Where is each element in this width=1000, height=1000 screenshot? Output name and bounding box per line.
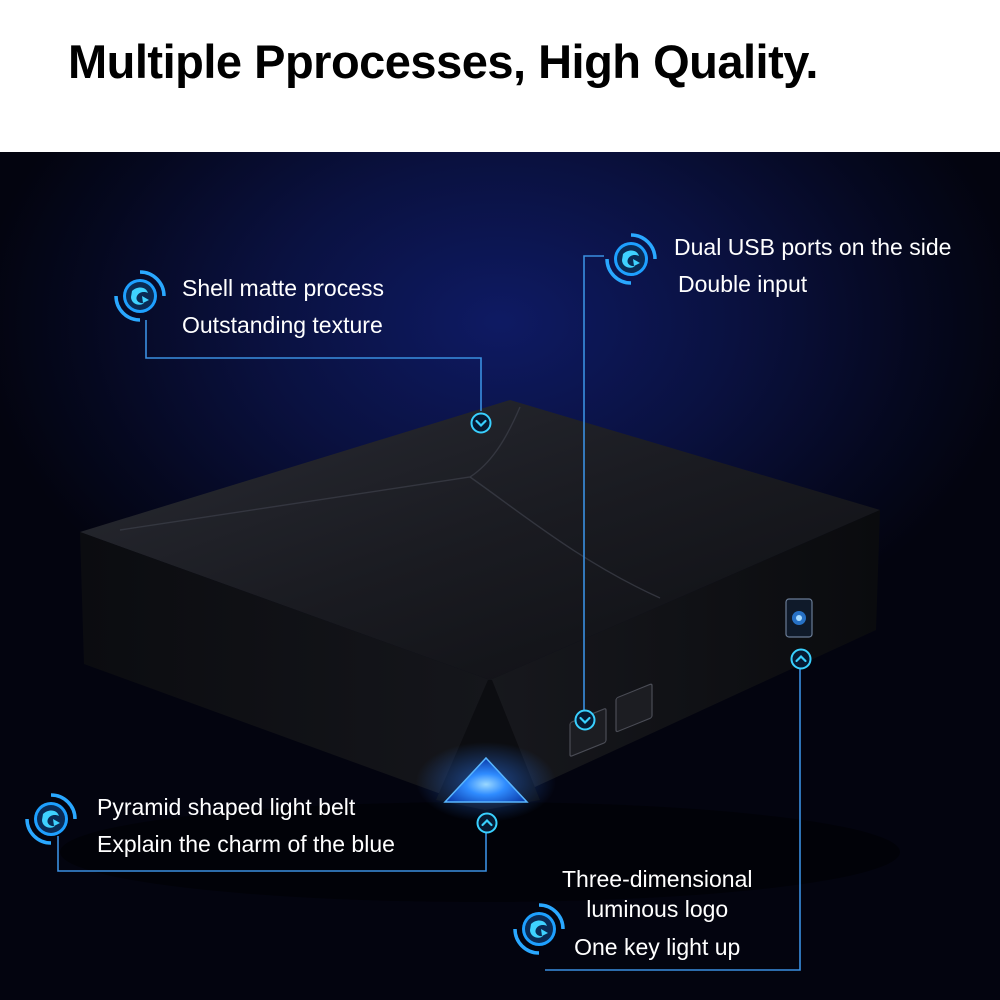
usb-port-2 [615, 683, 653, 733]
chevron-up-icon [476, 812, 498, 834]
callout-usb-line2: Double input [678, 271, 808, 297]
chevron-down-icon [470, 412, 492, 434]
swirl-logo-icon [114, 270, 166, 322]
line-pyramid [57, 833, 487, 872]
header-banner: Multiple Pprocesses, High Quality. [0, 0, 1000, 152]
swirl-logo-icon [25, 793, 77, 845]
callout-pyramid-line2: Explain the charm of the blue [97, 831, 395, 857]
chevron-down-icon [574, 709, 596, 731]
top-shell [80, 400, 880, 680]
callout-pyramid: Pyramid shaped light belt Explain the ch… [97, 789, 395, 863]
line-shell [145, 320, 482, 411]
line-usb [583, 255, 604, 710]
callout-shell-line2: Outstanding texture [182, 312, 383, 338]
swirl-logo-icon [605, 233, 657, 285]
product-scene: Shell matte process Outstanding texture … [0, 152, 1000, 1000]
callout-logo-line1: Three-dimensional [562, 866, 753, 892]
swirl-logo-icon [513, 903, 565, 955]
left-side [80, 532, 490, 810]
callout-pyramid-line1: Pyramid shaped light belt [97, 794, 356, 820]
pyramid-light [443, 756, 529, 803]
line-logo [545, 669, 801, 971]
headline: Multiple Pprocesses, High Quality. [68, 35, 818, 88]
callout-logo-line2: luminous logo [586, 896, 729, 922]
callout-lines [57, 255, 801, 971]
callout-logo: Three-dimensional luminous logo One key … [562, 864, 752, 962]
callout-shell-line1: Shell matte process [182, 275, 384, 301]
callout-logo-line3: One key light up [574, 934, 741, 960]
chevron-up-icon [790, 648, 812, 670]
callout-shell: Shell matte process Outstanding texture [182, 270, 384, 344]
tv-box-illustration [57, 255, 900, 971]
callout-usb: Dual USB ports on the side Double input [674, 229, 951, 303]
callout-usb-line1: Dual USB ports on the side [674, 234, 952, 260]
power-logo-button [785, 598, 813, 638]
